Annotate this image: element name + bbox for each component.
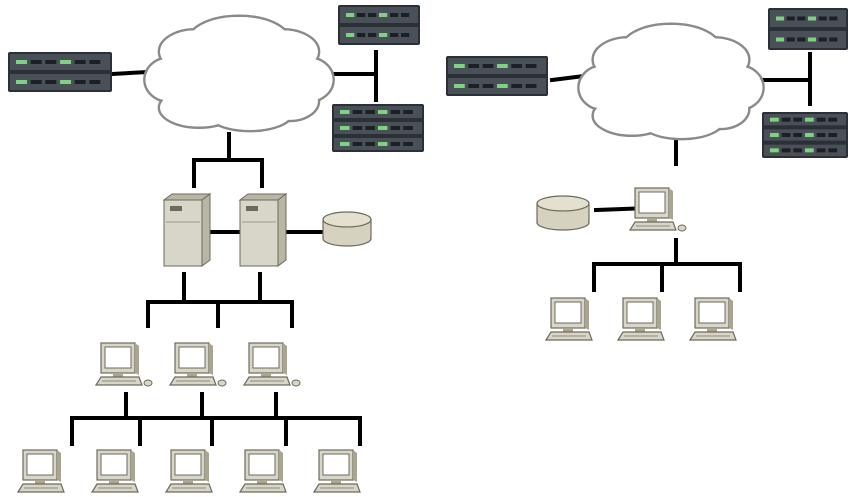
workstation-bottom-4 xyxy=(238,449,287,493)
server-left-2 xyxy=(238,193,288,267)
wan-cloud-left xyxy=(143,14,335,133)
network-links xyxy=(70,50,812,446)
client-right-2 xyxy=(616,297,665,341)
workstation-bottom-3 xyxy=(164,449,213,493)
workstation-middle-2 xyxy=(168,342,227,387)
network-link xyxy=(109,69,151,77)
edge-router-right-west xyxy=(446,56,548,96)
disk-storage-right xyxy=(536,195,590,231)
edge-router-left-northeast xyxy=(338,5,420,45)
edge-router-right-southeast xyxy=(762,112,848,158)
edge-router-right-northeast xyxy=(768,8,848,50)
client-right-1 xyxy=(544,297,593,341)
workstation-bottom-1 xyxy=(16,449,65,493)
wan-cloud-right xyxy=(577,22,765,141)
disk-storage-left xyxy=(322,211,372,247)
workstation-middle-3 xyxy=(242,342,301,387)
edge-router-left-southeast xyxy=(332,104,424,152)
edge-router-left-west xyxy=(8,52,112,92)
client-right-3 xyxy=(688,297,737,341)
network-nodes xyxy=(8,5,848,493)
workstation-bottom-2 xyxy=(90,449,139,493)
workstation-bottom-5 xyxy=(312,449,361,493)
host-computer-right xyxy=(628,187,687,232)
network-link xyxy=(549,73,587,83)
server-left-1 xyxy=(162,193,212,267)
workstation-middle-1 xyxy=(94,342,153,387)
